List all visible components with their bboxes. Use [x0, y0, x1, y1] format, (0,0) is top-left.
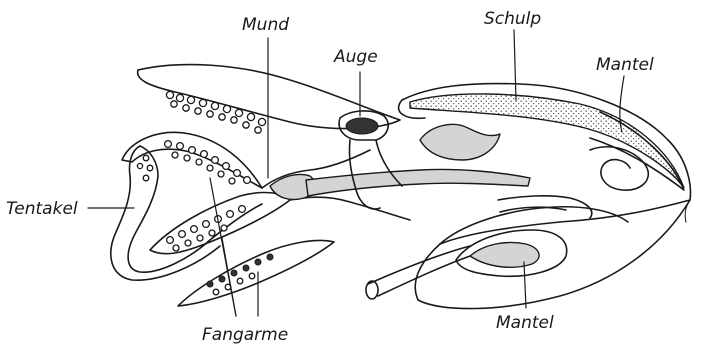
- gill: [470, 243, 539, 268]
- bottom-arm-suckers: [207, 254, 273, 295]
- lower-arm: [150, 193, 290, 254]
- label-auge: Auge: [333, 47, 378, 67]
- esophagus: [306, 169, 530, 196]
- label-fangarme: Fangarme: [202, 325, 288, 345]
- leader-schulp: [514, 30, 516, 100]
- leader-lines: [88, 30, 624, 316]
- middle-arm-suckers: [165, 141, 251, 184]
- head: [262, 150, 530, 220]
- inner-organs: [440, 147, 648, 276]
- label-tentakel: Tentakel: [6, 199, 78, 219]
- tentacle-club-suckers: [137, 155, 152, 181]
- label-mund: Mund: [242, 15, 289, 35]
- ganglion: [420, 124, 500, 160]
- label-mantel-bottom: Mantel: [496, 313, 554, 333]
- bottom-arm: [178, 241, 334, 307]
- label-mantel-top: Mantel: [596, 55, 654, 75]
- eye-lens: [346, 118, 378, 134]
- funnel: [366, 246, 476, 299]
- label-schulp: Schulp: [484, 9, 541, 29]
- leader-mantel-bottom: [524, 262, 526, 308]
- tentacle: [111, 146, 262, 280]
